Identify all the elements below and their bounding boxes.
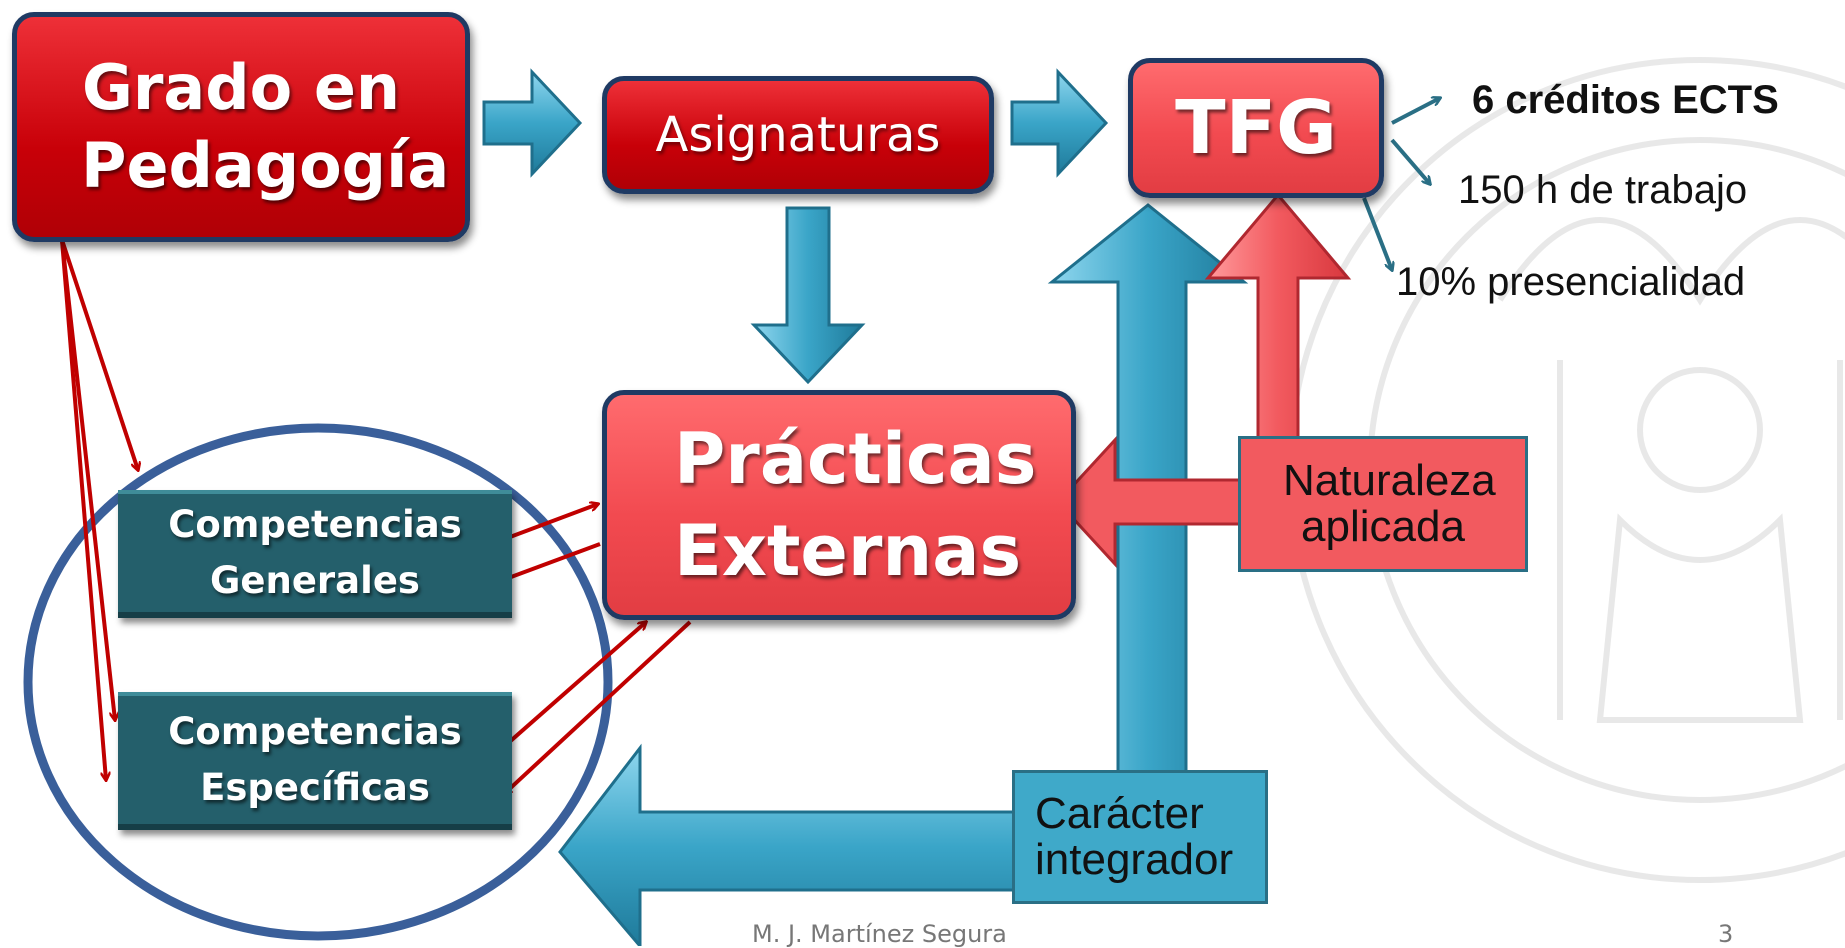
- arrow-caracter-left-to-competencias: [558, 743, 1022, 946]
- competencias-circle: [23, 423, 613, 941]
- tfg-detail-ects: 6 créditos ECTS: [1472, 78, 1779, 122]
- arrow-grado-to-asignaturas: [482, 68, 583, 178]
- tfg-detail-hours: 150 h de trabajo: [1458, 168, 1748, 212]
- tfg-detail-presencialidad: 10% presencialidad: [1396, 260, 1746, 304]
- competencias-generales-box: Competencias Generales: [118, 490, 512, 618]
- grado-competencias-arrows: [60, 239, 138, 780]
- tfg-detail-arrows: [1362, 98, 1440, 270]
- caracter-box: Carácter integrador: [1012, 770, 1268, 904]
- footer-author: M. J. Martínez Segura: [752, 920, 1007, 948]
- arrow-naturaleza-left-to-practicas: [1055, 436, 1242, 568]
- caracter-label: Carácter integrador: [1035, 789, 1234, 884]
- tfg-label: TFG: [1175, 85, 1337, 171]
- competencias-especificas-label: Competencias Específicas: [168, 710, 462, 809]
- competencias-practicas-arrows: [485, 504, 692, 794]
- grado-label: Grado en Pedagogía: [81, 51, 450, 202]
- practicas-box: Prácticas Externas: [602, 390, 1076, 620]
- practicas-label: Prácticas Externas: [674, 418, 1037, 592]
- page-number: 3: [1718, 920, 1734, 948]
- arrow-asignaturas-to-practicas: [750, 206, 866, 385]
- naturaleza-label: Naturaleza aplicada: [1283, 456, 1496, 551]
- naturaleza-box: Naturaleza aplicada: [1238, 436, 1528, 572]
- arrow-naturaleza-up-to-tfg: [1204, 192, 1352, 442]
- asignaturas-box: Asignaturas: [602, 76, 994, 194]
- grado-box: Grado en Pedagogía: [12, 12, 470, 242]
- arrow-asignaturas-to-tfg: [1010, 68, 1109, 178]
- competencias-especificas-box: Competencias Específicas: [118, 692, 512, 830]
- competencias-generales-label: Competencias Generales: [168, 503, 462, 602]
- tfg-box: TFG: [1128, 58, 1384, 198]
- asignaturas-label: Asignaturas: [655, 107, 941, 163]
